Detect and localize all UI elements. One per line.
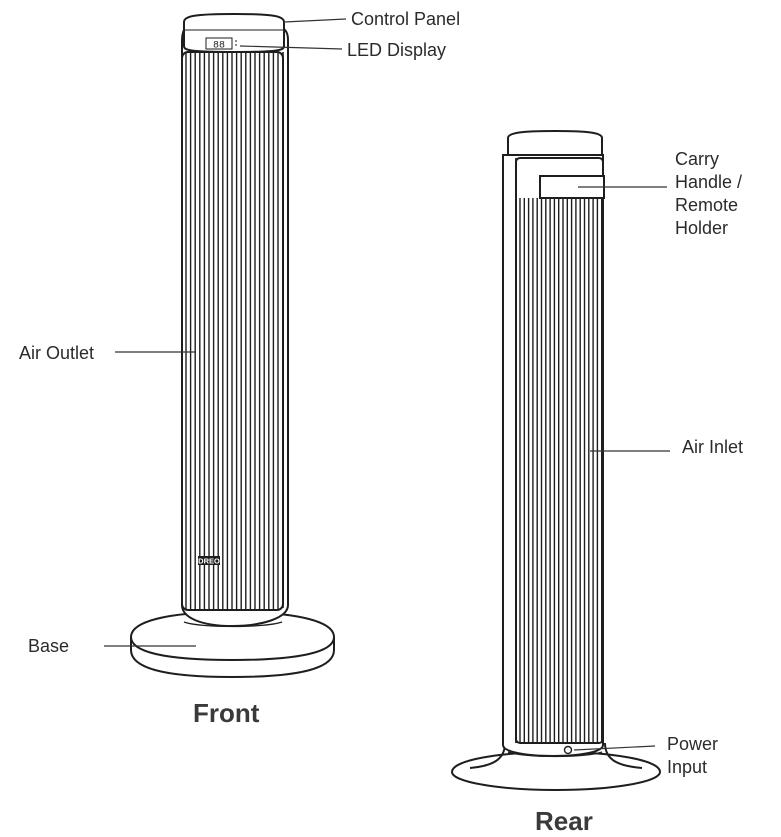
led-display xyxy=(205,37,233,50)
display-digits: 88 xyxy=(213,41,225,52)
rear-leader-lines xyxy=(573,186,670,751)
label-carry-handle-line1: Carry xyxy=(675,149,719,169)
label-air-outlet: Air Outlet xyxy=(19,343,95,363)
label-air-inlet: Air Inlet xyxy=(682,437,744,457)
caption-rear: Rear xyxy=(535,806,593,836)
label-led-display: LED Display xyxy=(347,40,447,60)
label-power-input-line2: Input xyxy=(667,757,708,777)
label-base: Base xyxy=(28,636,70,656)
front-leader-lines xyxy=(104,18,347,647)
power-input-port xyxy=(563,745,573,755)
label-carry-handle-line4: Holder xyxy=(675,218,729,238)
front-base xyxy=(130,610,335,679)
rear-top-cap xyxy=(507,129,603,156)
label-carry-handle-line2: Handle / xyxy=(675,172,743,192)
brand-badge xyxy=(198,556,220,565)
caption-front: Front xyxy=(193,698,260,728)
front-tower xyxy=(130,12,335,679)
rear-grille-ribs xyxy=(519,198,603,743)
rear-tower xyxy=(450,129,662,792)
brand-logo: DREO xyxy=(198,557,220,566)
rear-base xyxy=(450,742,662,792)
label-power-input-line1: Power xyxy=(667,734,719,754)
label-carry-handle-line3: Remote xyxy=(675,195,739,215)
label-control-panel: Control Panel xyxy=(351,9,461,29)
front-grille-ribs xyxy=(185,52,279,610)
